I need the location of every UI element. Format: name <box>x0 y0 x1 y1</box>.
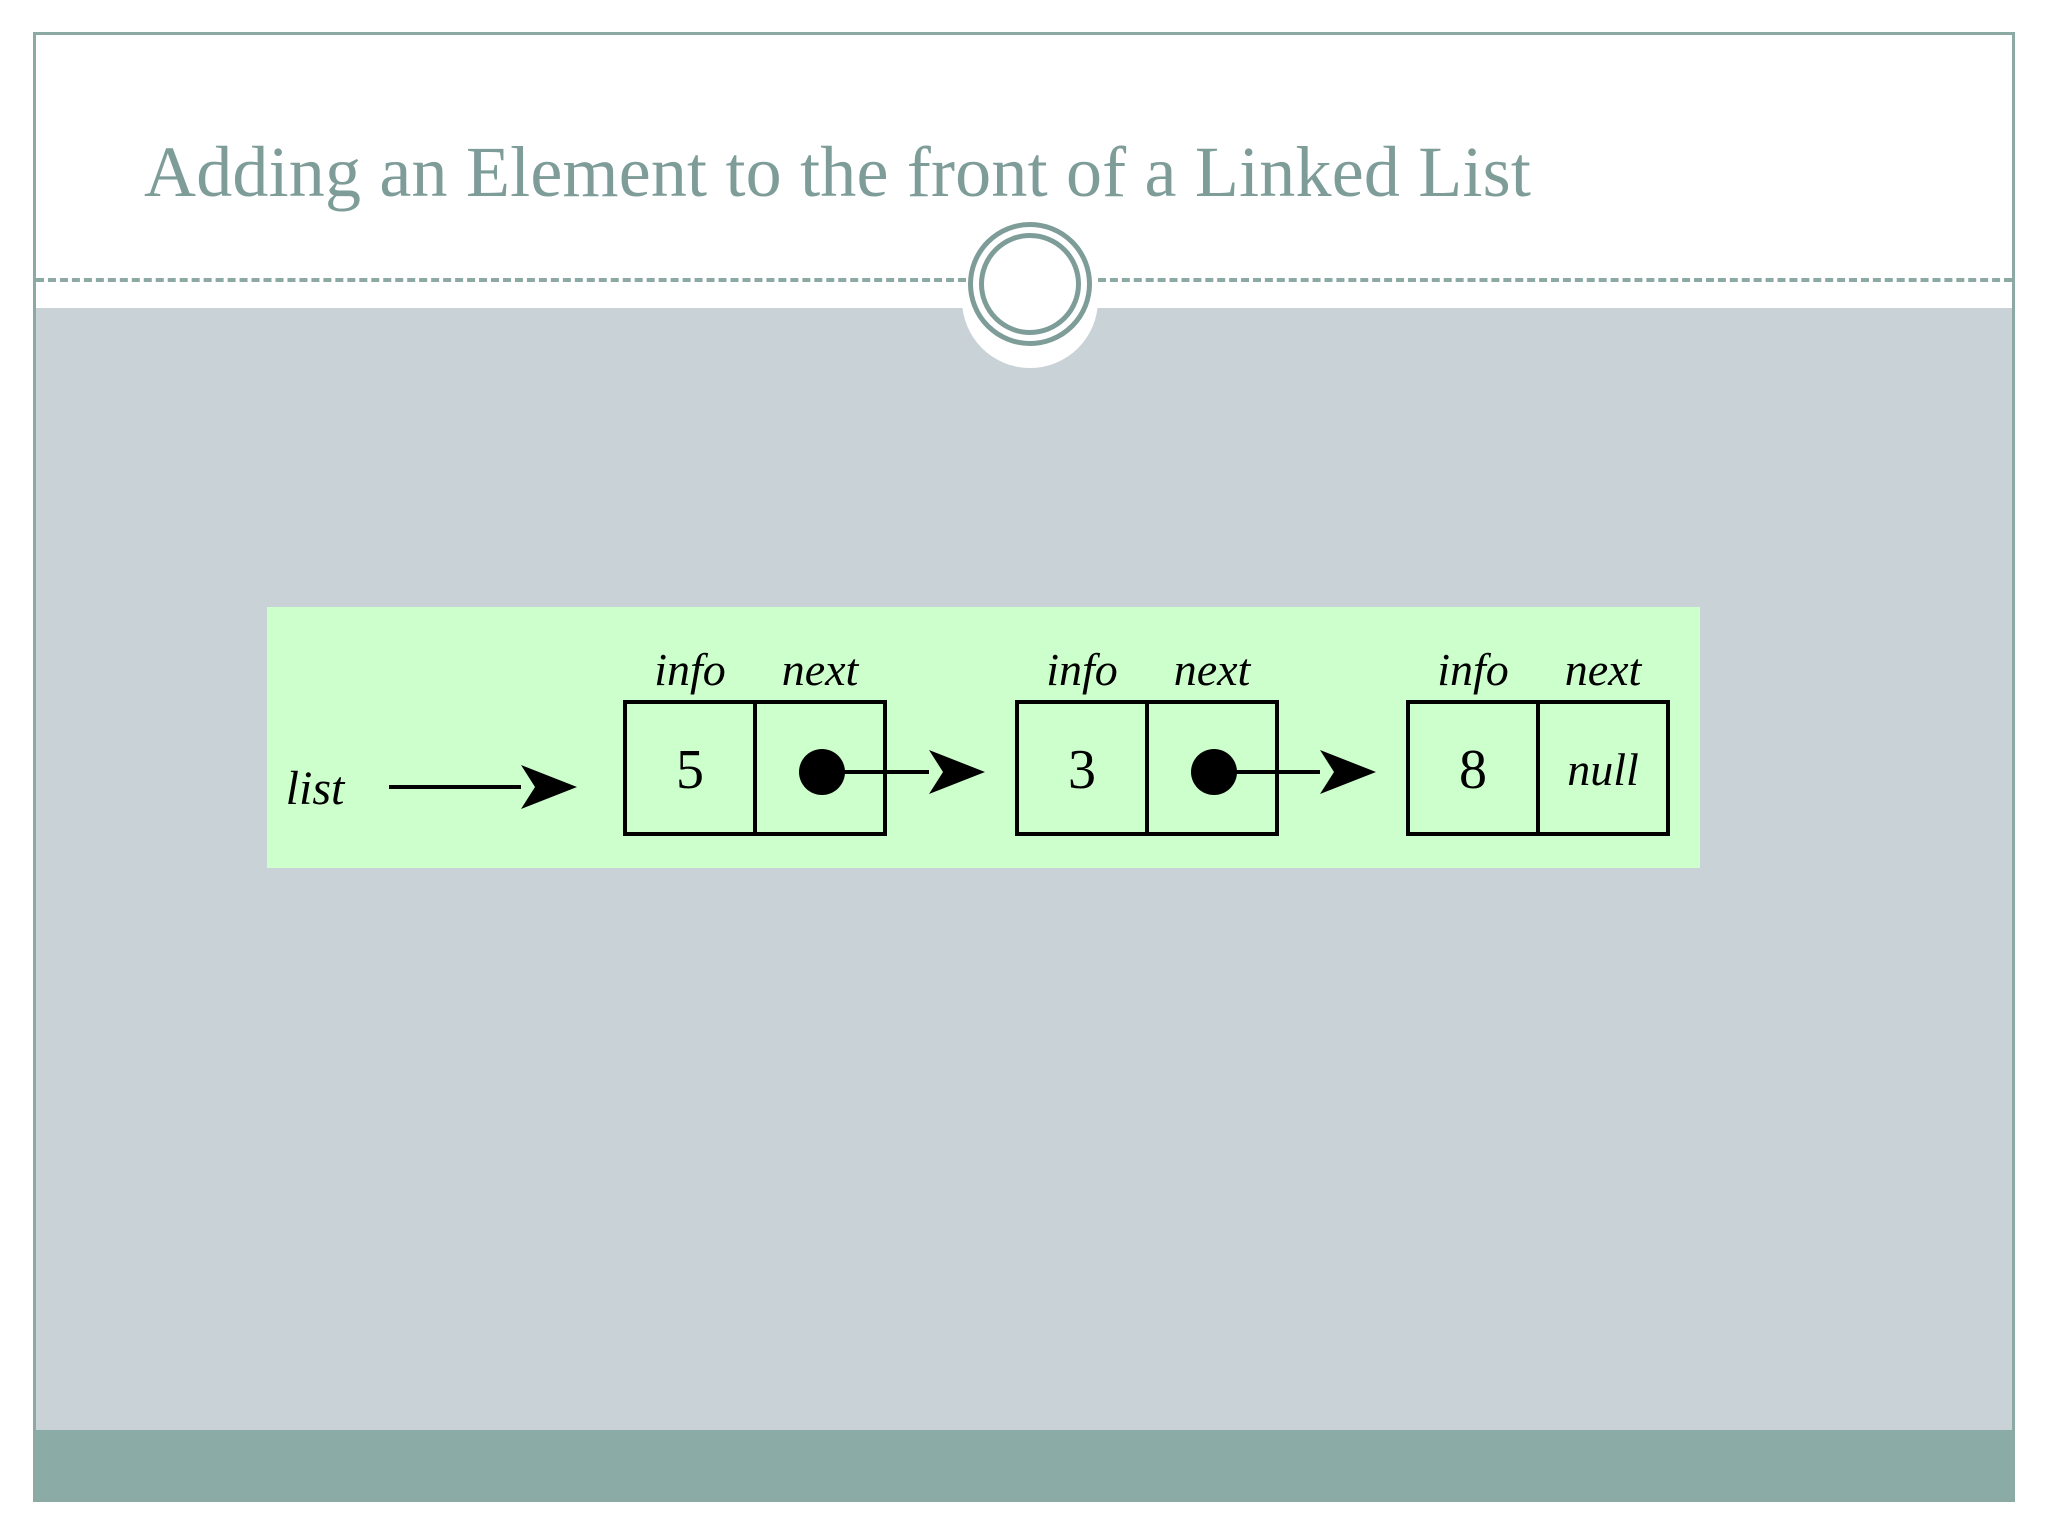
list-word: list <box>286 762 346 815</box>
divider-line-left <box>36 278 966 282</box>
arrow-node2-to-node3-head <box>1320 750 1376 794</box>
node1-info-label: info <box>654 644 726 695</box>
list-node-2: info next 3 <box>1015 644 1279 836</box>
circle-inner-ring <box>979 233 1081 335</box>
divider-line-right <box>1098 278 2012 282</box>
node2-info-label: info <box>1046 644 1118 695</box>
linked-list-diagram: list info next 5 info <box>267 607 1700 868</box>
double-ring-circle-icon <box>968 222 1092 346</box>
node3-info-label: info <box>1437 644 1509 695</box>
arrow-node1-to-node2-head <box>929 750 985 794</box>
node1-next-label: next <box>782 644 860 695</box>
node3-next-label: next <box>1565 644 1643 695</box>
node2-next-label: next <box>1174 644 1252 695</box>
list-node-3: info next 8 null <box>1406 644 1670 836</box>
list-node-1: info next 5 <box>623 644 887 836</box>
slide-body-panel <box>36 308 2012 1430</box>
node2-info-value: 3 <box>1068 739 1096 801</box>
circle-outer-ring <box>968 222 1092 346</box>
bottom-accent-band <box>36 1430 2012 1499</box>
diagram-content: list info next 5 info <box>286 644 1670 836</box>
arrow-list-to-node1-head <box>521 765 577 809</box>
node3-next-null-value: null <box>1567 744 1639 795</box>
page-title: Adding an Element to the front of a Link… <box>144 132 1532 212</box>
node1-info-value: 5 <box>676 739 704 801</box>
node3-info-value: 8 <box>1459 739 1487 801</box>
